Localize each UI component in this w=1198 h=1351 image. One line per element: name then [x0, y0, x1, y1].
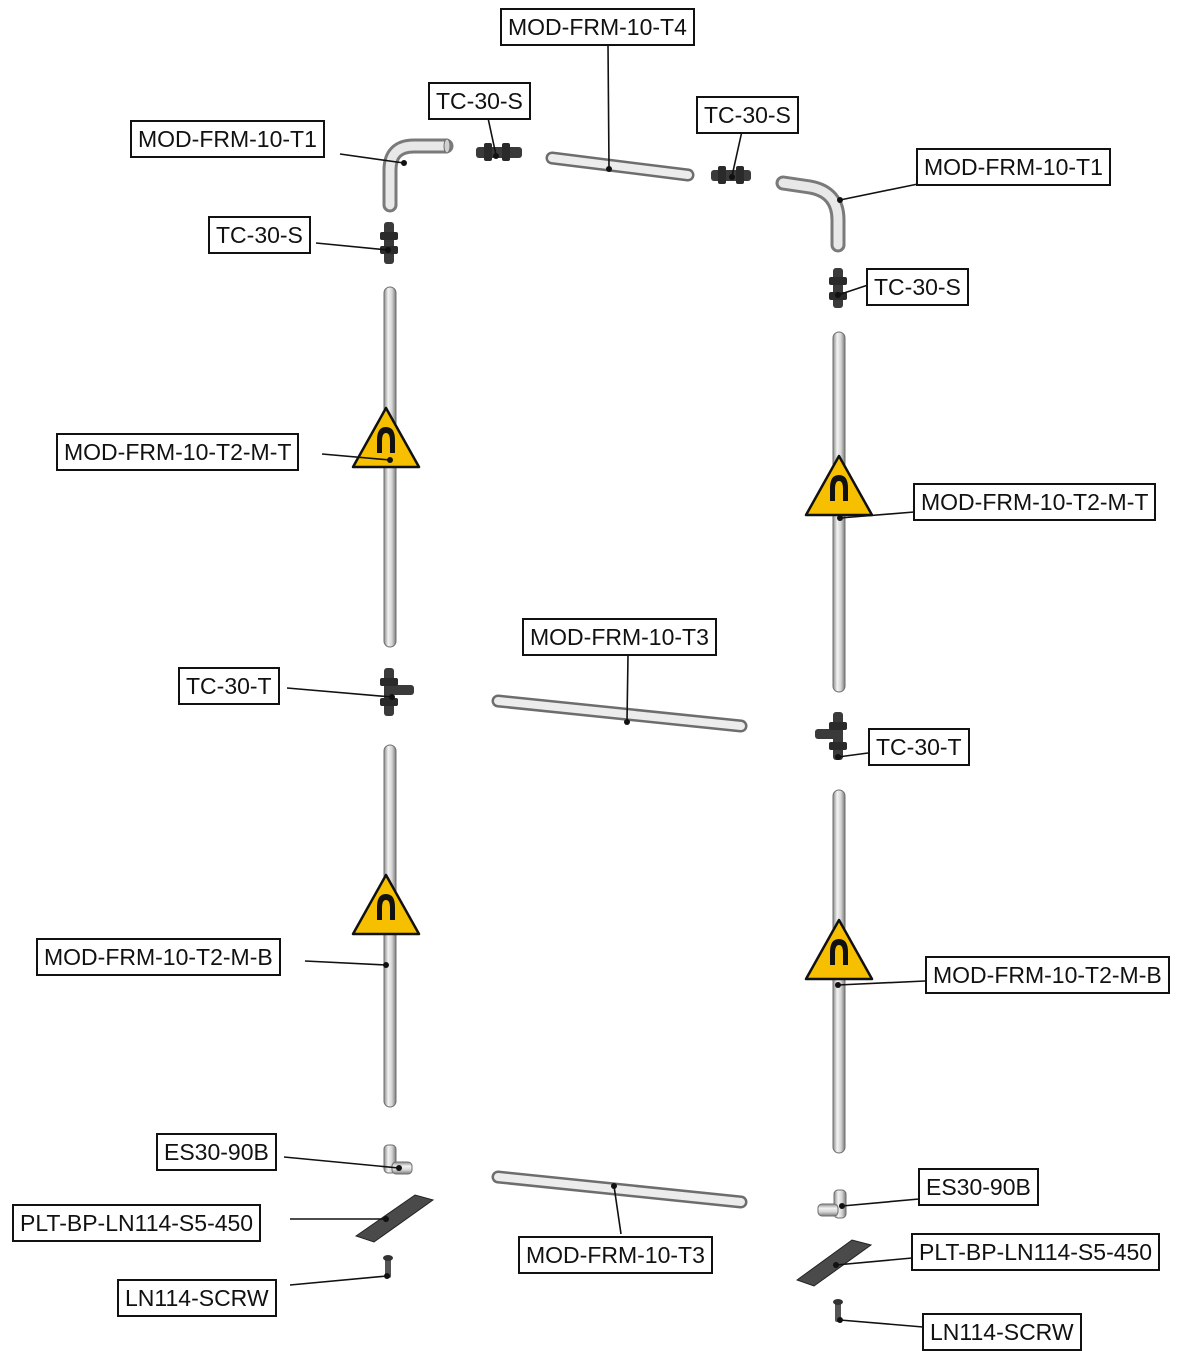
label-right-upright-bottom: MOD-FRM-10-T2-M-B	[925, 956, 1170, 994]
label-left-side-coupler: TC-30-S	[208, 216, 311, 254]
left-screw	[383, 1255, 393, 1278]
left-elbow-fitting	[383, 1144, 413, 1175]
right-elbow-fitting	[817, 1189, 847, 1219]
label-bottom-tube: MOD-FRM-10-T3	[518, 1236, 713, 1274]
bottom-tube	[491, 1170, 748, 1209]
right-side-coupler	[829, 268, 847, 308]
label-right-corner: MOD-FRM-10-T1	[916, 148, 1111, 186]
middle-tube	[491, 694, 748, 733]
label-left-elbow: ES30-90B	[156, 1133, 277, 1171]
label-right-screw: LN114-SCRW	[922, 1313, 1082, 1351]
label-left-upright-bottom: MOD-FRM-10-T2-M-B	[36, 938, 281, 976]
label-right-side-coupler: TC-30-S	[866, 268, 969, 306]
label-right-top-coupler: TC-30-S	[696, 96, 799, 134]
magnet-warning-icon	[804, 918, 874, 981]
magnet-warning-icon	[351, 873, 421, 936]
label-top-tube: MOD-FRM-10-T4	[500, 8, 695, 46]
magnet-warning-icon	[351, 406, 421, 469]
left-base-plate	[354, 1194, 435, 1243]
label-left-top-coupler: TC-30-S	[428, 82, 531, 120]
left-corner-tube	[382, 138, 454, 213]
left-side-coupler	[380, 222, 398, 264]
top-tube	[545, 151, 695, 182]
magnet-warning-icon	[804, 454, 874, 517]
label-left-upright-top: MOD-FRM-10-T2-M-T	[56, 433, 300, 471]
left-tee-coupler	[380, 668, 414, 716]
right-tee-coupler	[815, 712, 847, 760]
leader-lines	[283, 43, 926, 1328]
label-left-tee: TC-30-T	[178, 667, 280, 705]
label-left-screw: LN114-SCRW	[117, 1279, 277, 1317]
label-right-elbow: ES30-90B	[918, 1168, 1039, 1206]
label-right-upright-top: MOD-FRM-10-T2-M-T	[913, 483, 1157, 521]
right-corner-tube	[775, 175, 846, 253]
label-middle-tube: MOD-FRM-10-T3	[522, 618, 717, 656]
label-right-tee: TC-30-T	[868, 728, 970, 766]
label-right-base-plate: PLT-BP-LN114-S5-450	[911, 1233, 1161, 1271]
label-left-corner: MOD-FRM-10-T1	[130, 120, 325, 158]
label-left-base-plate: PLT-BP-LN114-S5-450	[12, 1204, 262, 1242]
right-screw	[833, 1299, 843, 1322]
left-top-coupler	[476, 143, 522, 161]
